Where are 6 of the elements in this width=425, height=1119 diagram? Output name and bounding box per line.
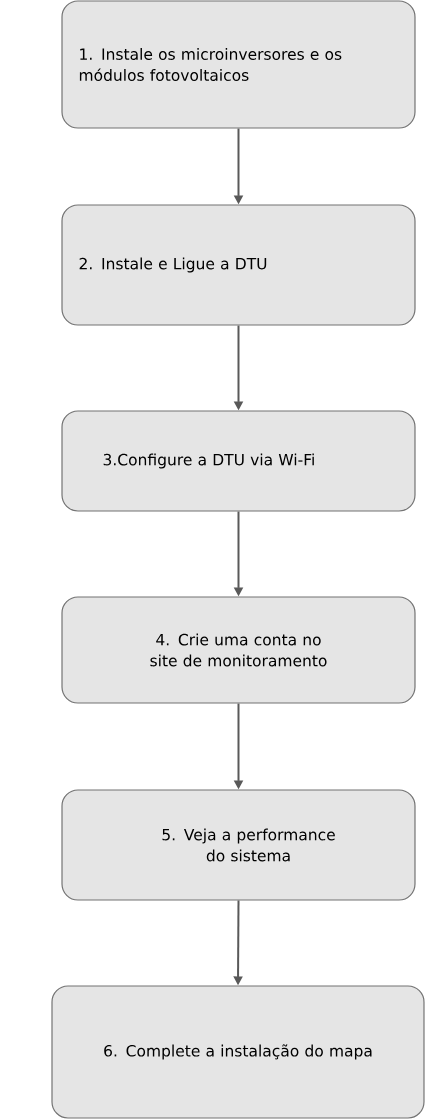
process-box: 1. Instale os microinversores e os módulos fotovoltaicos — [61, 0, 416, 129]
process-box: 5. Veja a performance do sistema — [61, 789, 416, 901]
process-box: 3.Configure a DTU via Wi-Fi — [61, 410, 416, 512]
process-box: 2. Instale e Ligue a DTU — [61, 204, 416, 326]
process-box: 4. Crie uma conta no site de monitoramento — [61, 596, 416, 704]
process-box: 6. Complete a instalação do mapa — [51, 985, 425, 1119]
